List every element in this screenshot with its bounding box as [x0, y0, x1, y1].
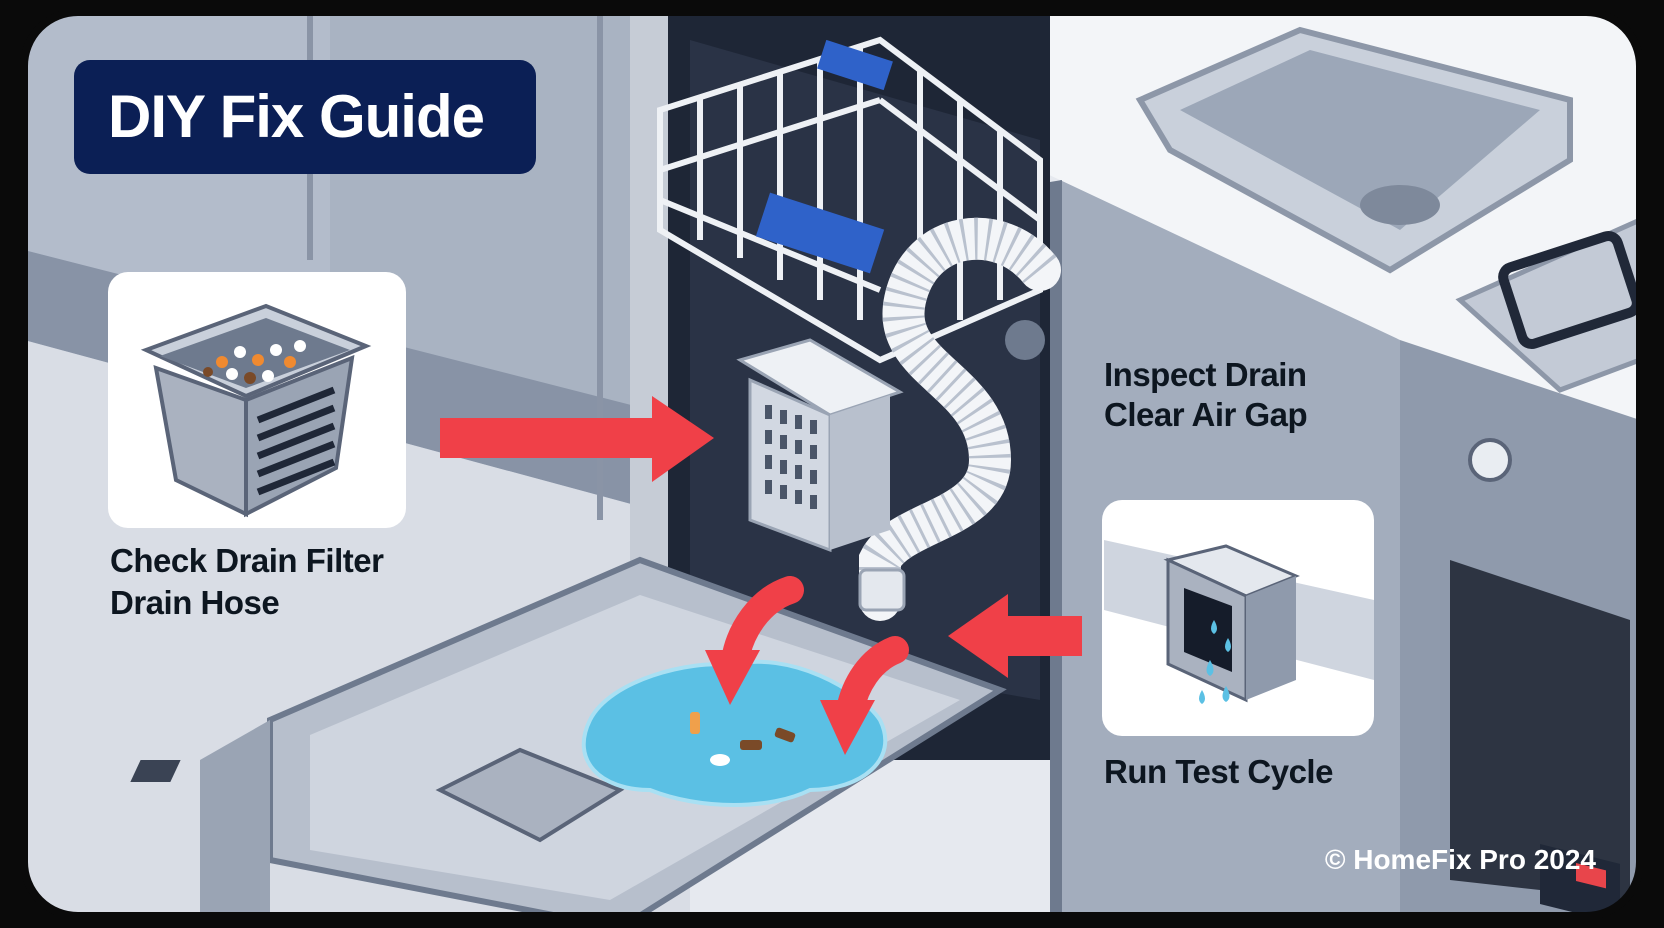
arrow-left-icon: [948, 594, 1082, 678]
step-check-filter-line1: Check Drain Filter: [110, 542, 384, 579]
air-gap-leak-icon: [1104, 540, 1374, 704]
arrow-right-icon: [440, 396, 714, 482]
screen-border: [20, 8, 1644, 920]
filter-basket-icon: [140, 303, 372, 518]
page-title: DIY Fix Guide: [108, 83, 485, 150]
drain-hose-ribs: [859, 217, 1057, 600]
curved-arrow-down-icon: [820, 636, 909, 755]
sink-drain: [1360, 185, 1440, 225]
debris: [774, 727, 796, 743]
debris: [740, 740, 762, 750]
rack-handle: [755, 192, 885, 274]
inner-filter-side: [830, 395, 890, 550]
oven-display: [1540, 843, 1620, 916]
step-inspect-drain-line1: Inspect Drain: [1104, 356, 1307, 393]
hose-fitting: [858, 568, 906, 612]
curved-arrow-down-icon: [705, 576, 804, 705]
step-check-filter-line2: Drain Hose: [110, 584, 280, 621]
debris: [710, 754, 730, 766]
title-badge: [74, 60, 536, 174]
hose-wall-clamp: [1005, 320, 1045, 360]
oven-knob: [1468, 438, 1512, 482]
oven-display-indicator: [1576, 862, 1606, 889]
sink-basin: [1180, 50, 1540, 230]
oven-window: [1450, 560, 1630, 900]
step-run-test-cycle: Run Test Cycle: [1104, 753, 1333, 790]
dispenser-slot: [130, 760, 181, 782]
step-inspect-drain-line2: Clear Air Gap: [1104, 396, 1308, 433]
rack-handle: [817, 39, 893, 91]
detergent-dispenser: [435, 747, 625, 843]
right-cabinet-side: [1050, 180, 1062, 916]
stove-grate: [1498, 231, 1640, 349]
debris: [690, 712, 700, 734]
dishwasher-door-base: [200, 720, 270, 916]
copyright-notice: © HomeFix Pro 2024: [1324, 844, 1596, 875]
inner-filter-top: [736, 338, 904, 417]
inner-filter-grid: [765, 405, 817, 509]
